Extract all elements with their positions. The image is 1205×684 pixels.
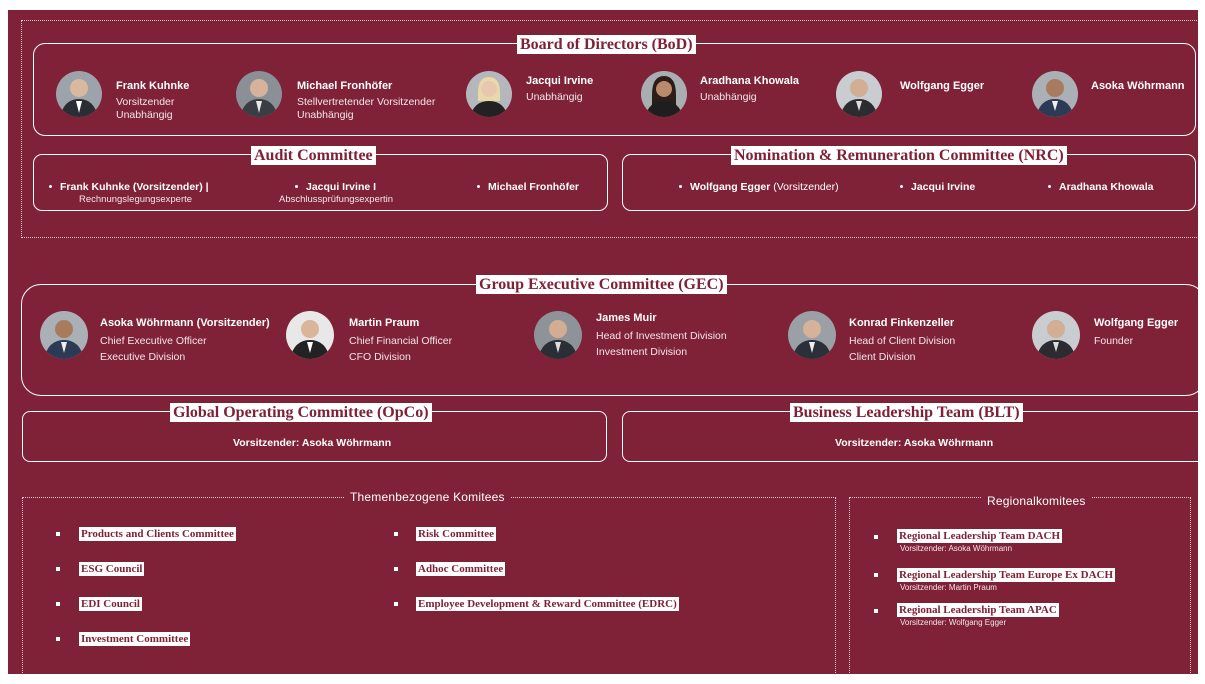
regional-committee[interactable]: Regional Leadership Team Europe Ex DACH [897, 568, 1116, 582]
gec-title: Group Executive Committee (GEC) [476, 275, 727, 294]
avatar [788, 311, 836, 359]
bullet-icon [394, 602, 398, 606]
org-chart-canvas [8, 10, 1198, 674]
regional-chair: Vorsitzender: Asoka Wöhrmann [900, 544, 1013, 553]
bullet-icon [56, 532, 60, 536]
bullet-icon [679, 184, 682, 188]
gec-member-role: Founder [1094, 335, 1134, 347]
avatar [466, 71, 512, 117]
bod-member-name: Wolfgang Egger [900, 80, 985, 92]
blt-title: Business Leadership Team (BLT) [790, 403, 1023, 422]
bullet-icon [56, 637, 60, 641]
bod-member-name: Michael Fronhöfer [297, 80, 393, 92]
person-photo-icon [286, 311, 334, 359]
avatar [836, 71, 882, 117]
person-photo-icon [1032, 311, 1080, 359]
regional-chair: Vorsitzender: Martin Praum [900, 583, 997, 592]
themen-committee[interactable]: ESG Council [79, 562, 145, 576]
bod-box [33, 43, 1196, 136]
person-photo-icon [641, 71, 687, 117]
bod-member-role: Unabhängig [700, 91, 757, 103]
themen-committee[interactable]: Investment Committee [79, 632, 191, 646]
regional-title: Regionalkomitees [981, 494, 1092, 508]
themen-committee[interactable]: Adhoc Committee [416, 562, 506, 576]
gec-member-name: James Muir [596, 312, 657, 324]
themen-title: Themenbezogene Komitees [344, 490, 511, 504]
nrc-title: Nomination & Remuneration Committee (NRC… [731, 146, 1067, 165]
avatar [56, 71, 102, 117]
bullet-icon [1048, 184, 1051, 188]
person-photo-icon [534, 311, 582, 359]
bullet-icon [900, 184, 903, 188]
person-photo-icon [836, 71, 882, 117]
nrc-item: Aradhana Khowala [1048, 181, 1154, 193]
person-photo-icon [466, 71, 512, 117]
gec-member-name: Wolfgang Egger [1094, 317, 1179, 329]
person-photo-icon [1032, 71, 1078, 117]
audit-item: Michael Fronhöfer [477, 181, 579, 193]
nrc-item: Jacqui Irvine [900, 181, 975, 193]
bullet-icon [394, 532, 398, 536]
avatar [641, 71, 687, 117]
gec-member-name: Martin Praum [349, 317, 420, 329]
themen-committee[interactable]: EDI Council [79, 597, 142, 611]
bullet-icon [874, 535, 878, 539]
bod-member-name: Asoka Wöhrmann [1091, 80, 1185, 92]
bod-title: Board of Directors (BoD) [517, 35, 696, 54]
themen-committee[interactable]: Risk Committee [416, 527, 497, 541]
bullet-icon [477, 184, 480, 188]
avatar [236, 71, 282, 117]
audit-item: Jacqui Irvine I [295, 181, 376, 193]
gec-member-name: Konrad Finkenzeller [849, 317, 955, 329]
bod-member-name: Aradhana Khowala [700, 75, 800, 87]
avatar [1032, 71, 1078, 117]
opco-title: Global Operating Committee (OpCo) [170, 403, 432, 422]
themen-committee[interactable]: Employee Development & Reward Committee … [416, 597, 679, 611]
themen-committee[interactable]: Products and Clients Committee [79, 527, 236, 541]
bullet-icon [49, 184, 52, 188]
regional-committee[interactable]: Regional Leadership Team APAC [897, 603, 1059, 617]
themen-frame [22, 497, 836, 675]
regional-chair: Vorsitzender: Wolfgang Egger [900, 618, 1007, 627]
bullet-icon [394, 567, 398, 571]
nrc-item: Wolfgang Egger (Vorsitzender) [679, 181, 839, 193]
opco-chair: Vorsitzender: Asoka Wöhrmann [233, 437, 392, 449]
blt-chair: Vorsitzender: Asoka Wöhrmann [835, 437, 994, 449]
bullet-icon [874, 573, 878, 577]
bullet-icon [295, 184, 298, 188]
audit-item-sub: Abschlussprüfungsexpertin [279, 194, 394, 205]
bullet-icon [56, 567, 60, 571]
bod-section-frame [21, 20, 1201, 238]
bullet-icon [56, 602, 60, 606]
avatar [1032, 311, 1080, 359]
bod-member-name: Frank Kuhnke [116, 80, 190, 92]
audit-item-sub: Rechnungslegungsexperte [79, 194, 193, 205]
person-photo-icon [236, 71, 282, 117]
avatar [534, 311, 582, 359]
person-photo-icon [40, 311, 88, 359]
person-photo-icon [56, 71, 102, 117]
bod-member-name: Jacqui Irvine [526, 75, 594, 87]
bod-member-role: Unabhängig [526, 91, 583, 103]
bullet-icon [874, 609, 878, 613]
audit-committee-title: Audit Committee [251, 146, 376, 165]
avatar [40, 311, 88, 359]
regional-committee[interactable]: Regional Leadership Team DACH [897, 529, 1063, 543]
gec-member-name: Asoka Wöhrmann (Vorsitzender) [100, 317, 270, 329]
person-photo-icon [788, 311, 836, 359]
avatar [286, 311, 334, 359]
audit-item: Frank Kuhnke (Vorsitzender) | [49, 181, 209, 193]
